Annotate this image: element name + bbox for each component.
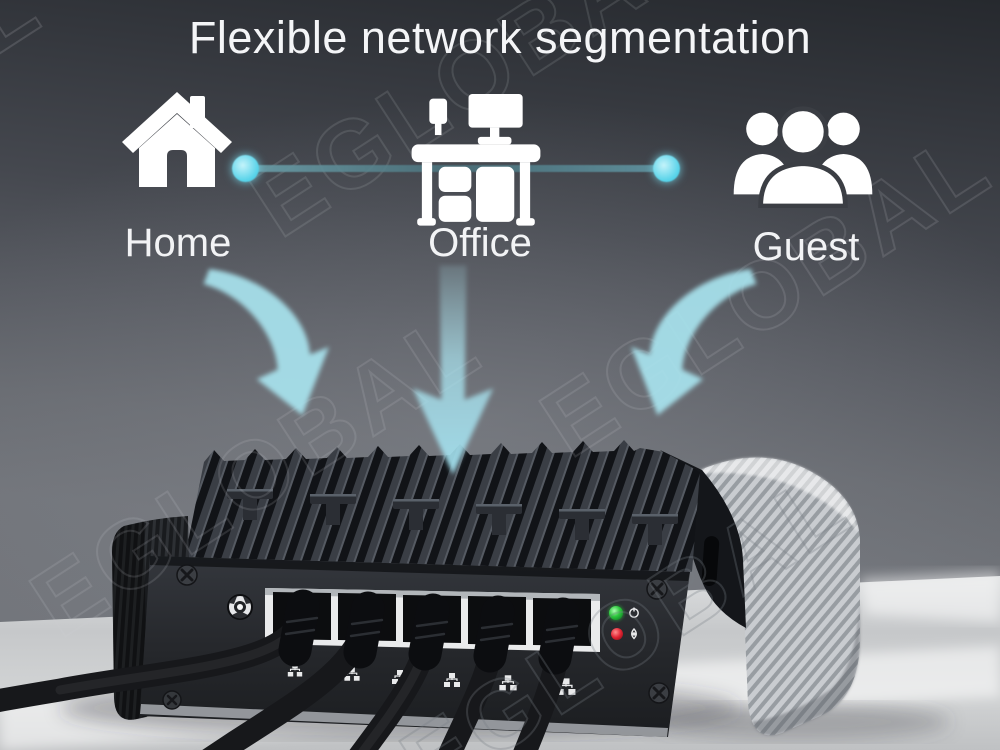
aluminum-side-panel <box>700 457 860 736</box>
curved-arrow-down-icon <box>203 268 329 416</box>
watermark-text: EGLOBAL <box>383 449 870 750</box>
connector-dot <box>653 155 680 182</box>
dc-power-jack <box>227 594 253 620</box>
straight-arrow-down-icon <box>412 265 494 475</box>
page-title: Flexible network segmentation <box>188 12 812 63</box>
power-symbol-icon <box>629 607 639 618</box>
cable-boot <box>278 589 580 675</box>
hdd-led <box>611 628 623 640</box>
guest-label: Guest <box>752 225 860 269</box>
home-label: Home <box>124 221 232 265</box>
curved-arrow-down-icon <box>631 268 757 416</box>
office-icon <box>411 94 541 226</box>
heatsink-fin-caps <box>227 489 678 545</box>
connector-dot <box>232 155 259 182</box>
office-label: Office <box>428 221 532 265</box>
panel-screws <box>162 564 670 710</box>
ethernet-cables <box>0 589 580 750</box>
guest-icon <box>733 106 873 208</box>
status-leds <box>607 604 639 640</box>
power-led <box>609 606 623 620</box>
home-icon <box>122 92 232 187</box>
hdd-symbol-icon <box>631 627 637 640</box>
